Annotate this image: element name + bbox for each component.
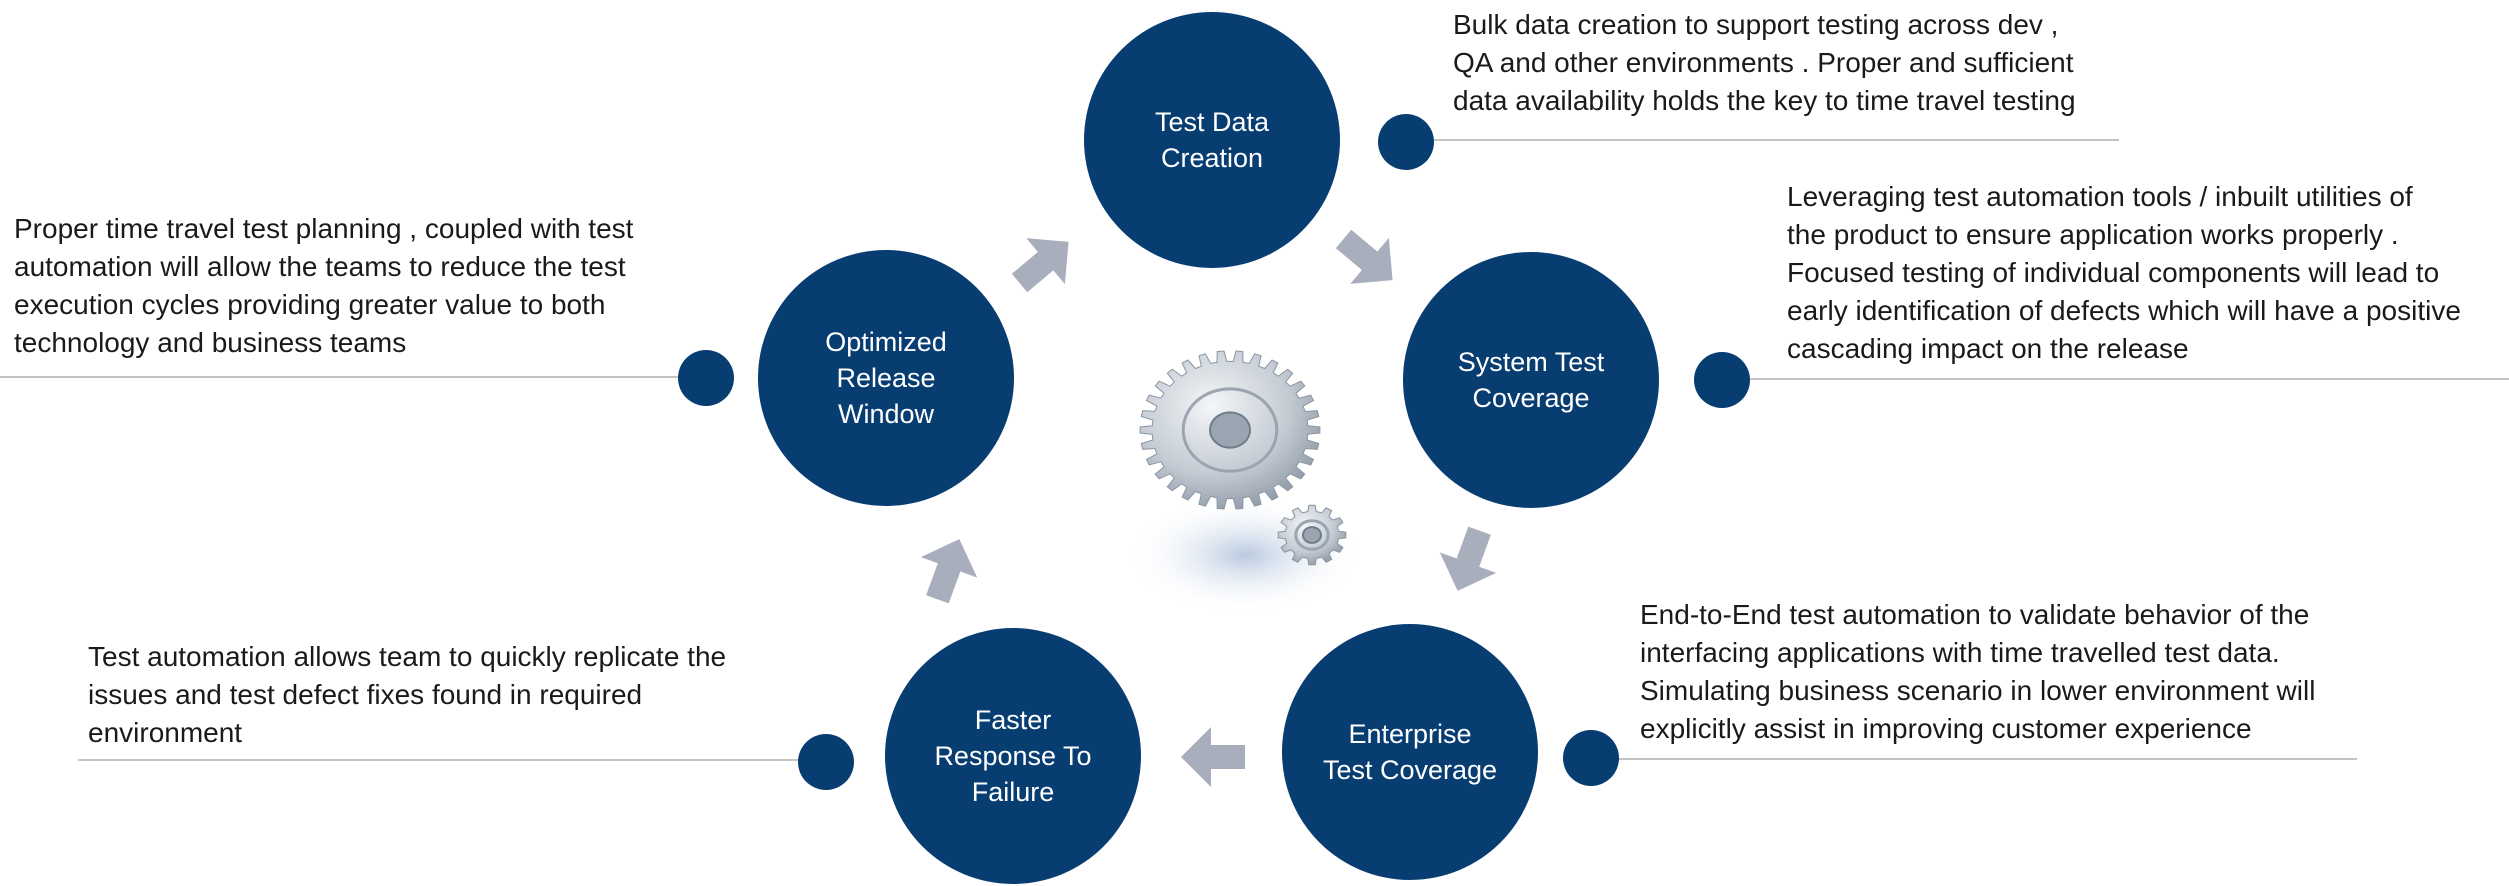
step-label: Test Data Creation (1154, 107, 1270, 173)
step-label: System Test Coverage (1457, 347, 1605, 413)
step-circle-test-data-creation: Test Data Creation (1084, 12, 1340, 268)
connector-dot-3 (1563, 730, 1619, 786)
connector-line-2 (1749, 378, 2509, 380)
step-circle-system-test-coverage: System Test Coverage (1403, 252, 1659, 508)
connector-dot-5 (678, 350, 734, 406)
cycle-arrow-3 (1181, 727, 1245, 787)
cycle-arrow-1 (1335, 229, 1393, 284)
step-label: Optimized Release Window (825, 327, 947, 429)
connector-line-3 (1617, 758, 2357, 760)
step-description-system-test-coverage: Leveraging test automation tools / inbui… (1787, 181, 2461, 364)
step-description-faster-response-to-failure: Test automation allows team to quickly r… (88, 641, 727, 748)
connector-dot-4 (798, 734, 854, 790)
cycle-arrow-4 (920, 539, 978, 604)
step-label: Enterprise Test Coverage (1322, 719, 1498, 785)
step-circle-optimized-release-window: Optimized Release Window (758, 250, 1014, 506)
connector-line-4 (78, 759, 808, 761)
cycle-arrow-2 (1439, 526, 1497, 591)
step-circle-enterprise-test-coverage: Enterprise Test Coverage (1282, 624, 1538, 880)
step-description-enterprise-test-coverage: End-to-End test automation to validate b… (1640, 599, 2316, 744)
connector-dot-1 (1378, 114, 1434, 170)
step-description-optimized-release-window: Proper time travel test planning , coupl… (14, 213, 634, 358)
connector-dot-2 (1694, 352, 1750, 408)
gears-icon (1125, 350, 1365, 615)
step-description-test-data-creation: Bulk data creation to support testing ac… (1453, 9, 2076, 116)
step-circle-faster-response-to-failure: Faster Response To Failure (885, 628, 1141, 884)
connector-line-1 (1434, 139, 2119, 141)
cycle-arrow-5 (1011, 238, 1069, 293)
step-label: Faster Response To Failure (934, 705, 1092, 807)
connector-line-5 (0, 376, 680, 378)
